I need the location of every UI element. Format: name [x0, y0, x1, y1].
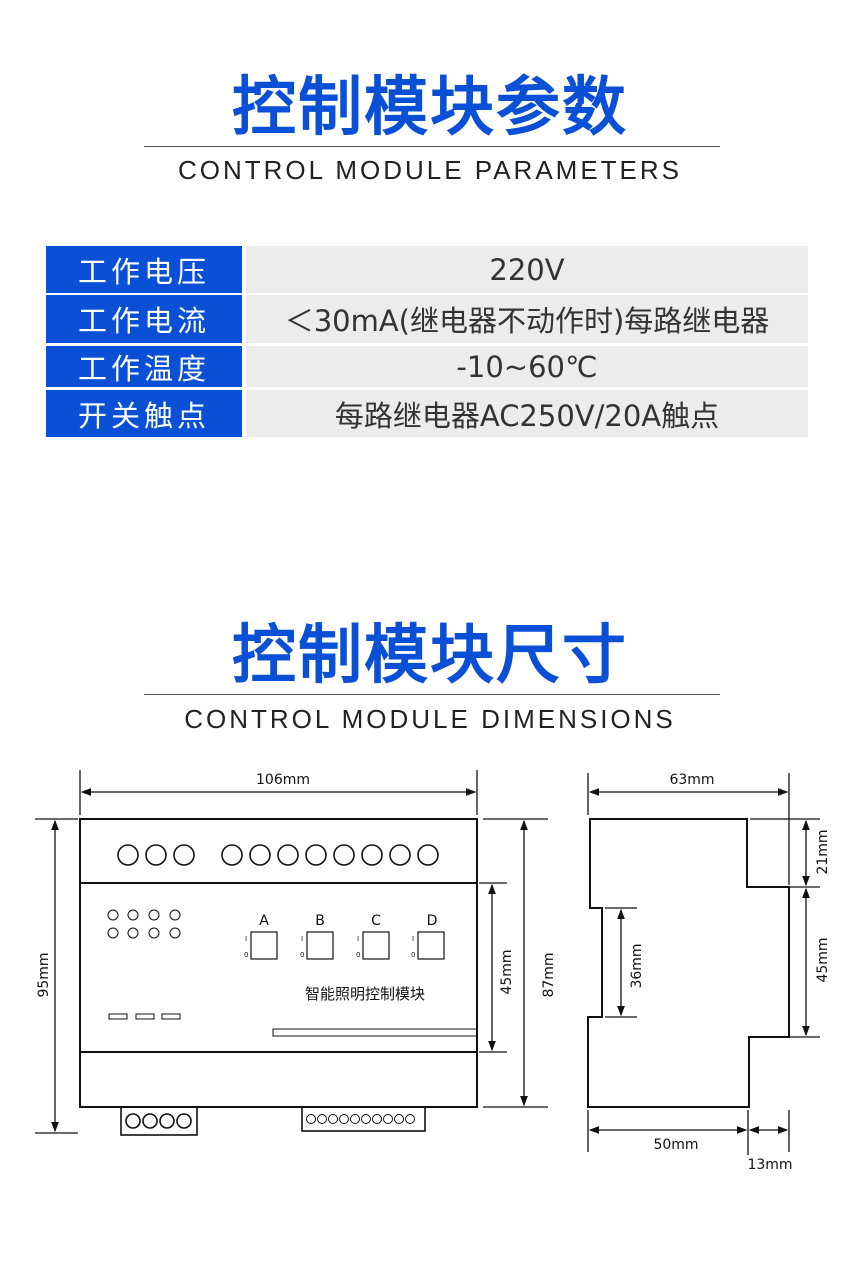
- switch-markers: I 0 I 0 I 0 I 0: [244, 935, 415, 959]
- svg-text:I: I: [245, 935, 247, 943]
- svg-text:0: 0: [411, 951, 415, 959]
- param-value: -10~60℃: [246, 346, 808, 387]
- divider: [144, 146, 720, 147]
- param-value: ＜30mA(继电器不动作时)每路继电器: [246, 295, 808, 343]
- dimensions-subtitle: CONTROL MODULE DIMENSIONS: [184, 704, 676, 734]
- param-value: 220V: [246, 246, 808, 293]
- side-view: [587, 773, 820, 1155]
- svg-text:0: 0: [244, 951, 248, 959]
- base-label: 50mm: [653, 1137, 698, 1153]
- side-depth-label: 63mm: [669, 772, 714, 788]
- small-slots: [108, 1013, 478, 1037]
- bottom-connectors: [120, 1106, 426, 1136]
- front-width-label: 106mm: [256, 772, 310, 788]
- terminal-circles: [117, 844, 439, 866]
- svg-text:I: I: [301, 935, 303, 943]
- channel-label: B: [315, 913, 325, 929]
- channel-label: A: [259, 913, 269, 929]
- module-label: 智能照明控制模块: [305, 985, 425, 1003]
- channel-label: D: [427, 913, 438, 929]
- top-step-label: 21mm: [815, 829, 831, 874]
- param-row: 工作温度 -10~60℃: [46, 346, 808, 387]
- divider: [144, 694, 720, 695]
- params-title: 控制模块参数: [232, 71, 628, 145]
- rail-label: 36mm: [629, 943, 645, 988]
- step-label: 13mm: [747, 1157, 792, 1173]
- led-indicators: [107, 909, 181, 939]
- dimensions-title: 控制模块尺寸: [232, 619, 628, 693]
- svg-text:I: I: [412, 935, 414, 943]
- param-value: 每路继电器AC250V/20A触点: [246, 390, 808, 437]
- params-subtitle: CONTROL MODULE PARAMETERS: [177, 155, 683, 185]
- front-height-label: 95mm: [36, 952, 52, 997]
- param-label: 工作电压: [46, 246, 242, 293]
- front-view: [35, 770, 548, 1136]
- panel-height-label: 45mm: [499, 949, 515, 994]
- body-height-label: 87mm: [541, 952, 557, 997]
- param-label: 工作温度: [46, 346, 242, 387]
- param-label: 开关触点: [46, 390, 242, 437]
- param-row: 工作电压 220V: [46, 246, 808, 293]
- channel-label: C: [371, 913, 381, 929]
- front-dimension-lines: [35, 770, 548, 1134]
- param-row: 工作电流 ＜30mA(继电器不动作时)每路继电器: [46, 295, 808, 343]
- switch-squares: [250, 931, 445, 960]
- svg-text:0: 0: [300, 951, 304, 959]
- param-label: 工作电流: [46, 295, 242, 343]
- front-panel-label: 45mm: [815, 937, 831, 982]
- svg-text:I: I: [357, 935, 359, 943]
- svg-text:0: 0: [356, 951, 360, 959]
- param-row: 开关触点 每路继电器AC250V/20A触点: [46, 390, 808, 437]
